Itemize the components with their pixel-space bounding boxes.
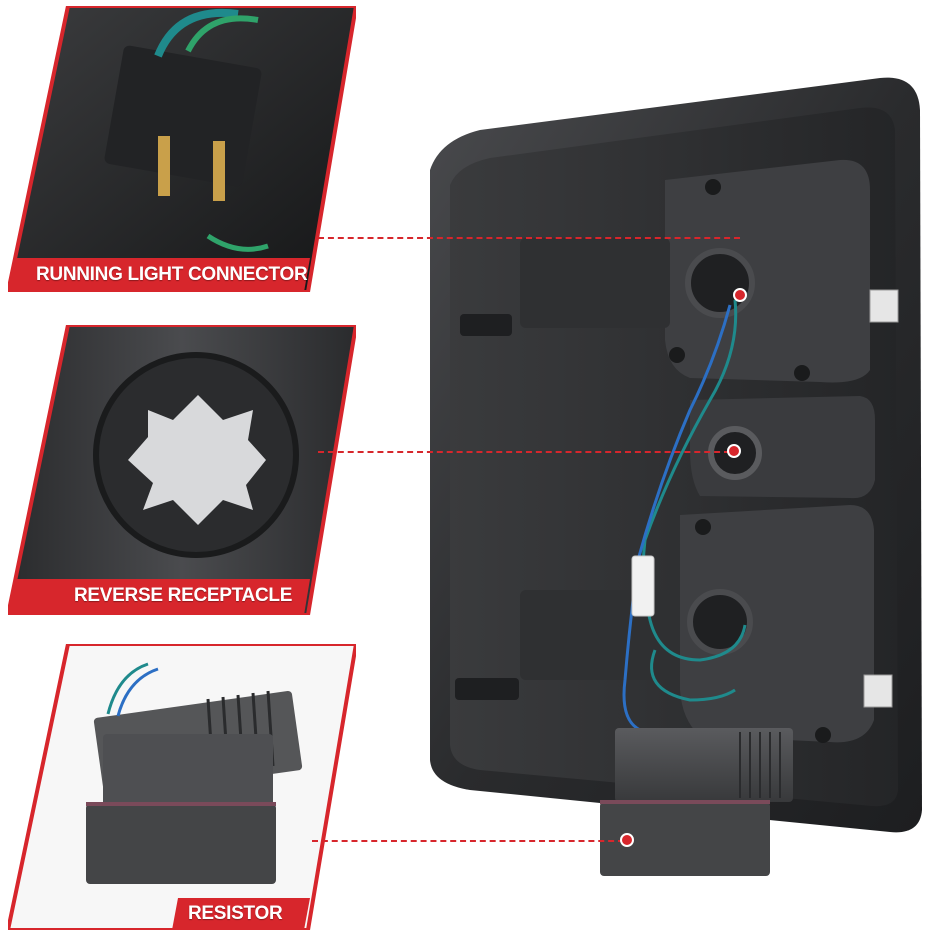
running-light-connector-marker — [733, 288, 747, 302]
resistor-marker — [620, 833, 634, 847]
resistor-inset: RESISTOR — [8, 644, 356, 930]
reverse-receptacle-marker — [727, 444, 741, 458]
reverse-receptacle-inset: REVERSE RECEPTACLE — [8, 325, 356, 615]
running-light-connector-leader — [318, 237, 740, 239]
receptacle-photo — [8, 325, 356, 615]
running-light-connector-label: RUNNING LIGHT CONNECTOR — [36, 264, 308, 285]
reverse-receptacle-label: REVERSE RECEPTACLE — [74, 585, 293, 606]
reverse-receptacle-leader — [318, 451, 730, 453]
resistor-label: RESISTOR — [188, 903, 283, 924]
resistor-leader — [312, 840, 624, 842]
resistor-photo — [8, 644, 356, 930]
connector-photo — [8, 6, 356, 292]
running-light-connector-inset: RUNNING LIGHT CONNECTOR — [8, 6, 356, 292]
